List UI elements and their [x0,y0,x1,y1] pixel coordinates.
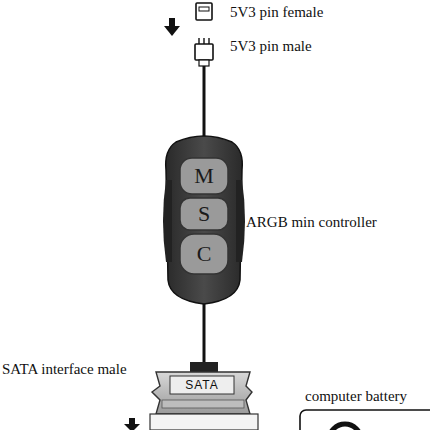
cable [203,298,206,368]
part-label: SATA interface male [2,362,127,377]
part-label: ARGB min controller [246,215,377,230]
button-key: S [180,198,228,230]
female-connector [196,3,212,20]
male-connector [195,38,213,66]
key-letter: SATA [185,379,219,391]
key-letter: C [197,243,212,265]
sata-connector [150,362,258,430]
button-key: M [180,158,228,194]
down-arrow [124,418,140,430]
key-letter: S [198,203,210,225]
part-label: 5V3 pin male [230,39,312,54]
controller-body [163,136,245,304]
part-label: computer battery [305,389,407,404]
cable [203,66,206,142]
connector-face: SATA [170,376,234,394]
part-label: 5V3 pin female [230,5,323,20]
button-key: C [180,234,228,274]
computer-battery [300,410,430,430]
down-arrow [164,18,180,36]
key-letter: M [194,165,214,187]
